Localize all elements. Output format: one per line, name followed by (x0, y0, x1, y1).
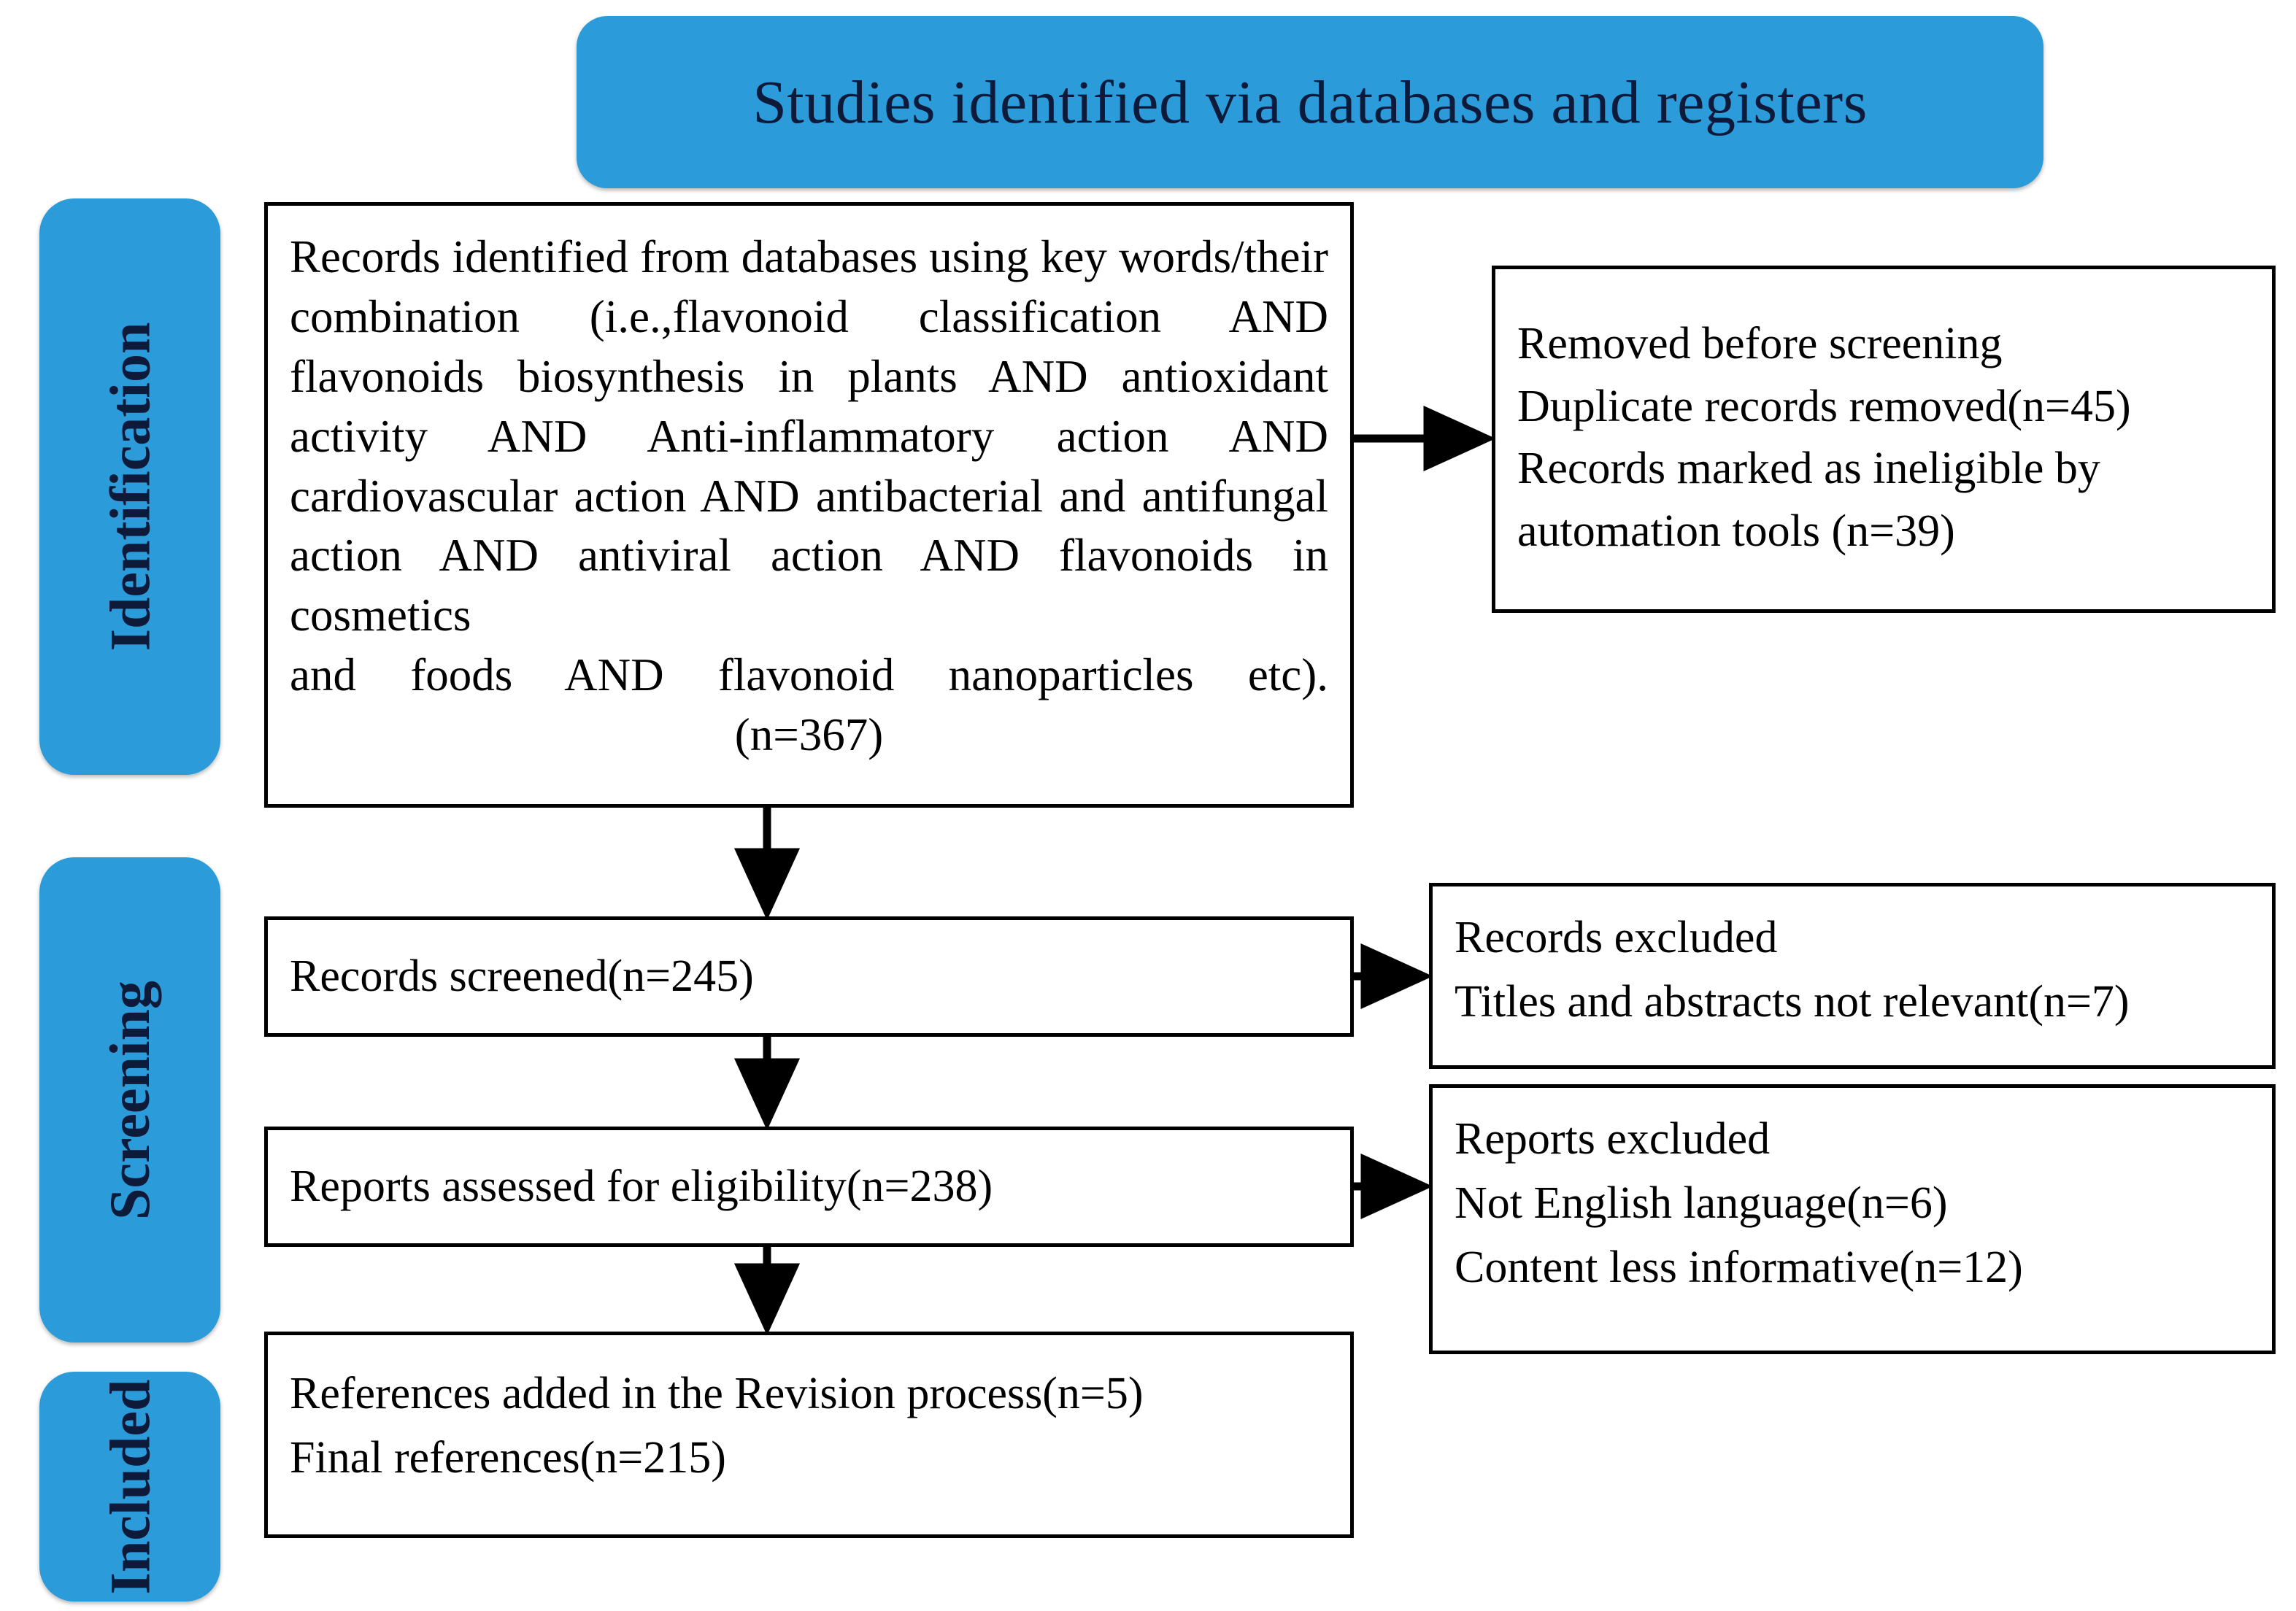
reports-excluded-line-2: Not English language(n=6) (1455, 1178, 1948, 1229)
box-reports-excluded: Reports excluded Not English language(n=… (1429, 1084, 2276, 1354)
records-identified-body-tail: and foods AND flavonoid nanoparticles et… (290, 649, 1328, 701)
removed-line-2: Duplicate records removed(n=45) (1517, 381, 2131, 431)
box-records-identified: Records identified from databases using … (264, 202, 1354, 808)
records-screened-label: Records screened(n=245) (290, 951, 754, 1001)
stage-label-included: Included (39, 1372, 220, 1602)
stage-label-screening: Screening (39, 857, 220, 1342)
removed-line-4: automation tools (n=39) (1517, 506, 1955, 556)
box-removed-before-screening: Removed before screening Duplicate recor… (1492, 266, 2276, 613)
included-line-1: References added in the Revision process… (290, 1369, 1144, 1418)
box-records-excluded: Records excluded Titles and abstracts no… (1429, 883, 2276, 1069)
stage-label-identification-text: Identification (98, 322, 162, 652)
stage-label-screening-text: Screening (98, 980, 162, 1220)
records-excluded-line-1: Records excluded (1455, 913, 1778, 962)
stage-label-identification: Identification (39, 198, 220, 775)
records-identified-body: Records identified from databases using … (290, 231, 1328, 641)
records-identified-count: (n=367) (734, 709, 884, 761)
included-line-2: Final references(n=215) (290, 1433, 726, 1483)
box-included-references: References added in the Revision process… (264, 1332, 1354, 1538)
reports-excluded-line-1: Reports excluded (1455, 1114, 1771, 1164)
box-reports-assessed: Reports assessed for eligibility(n=238) (264, 1127, 1354, 1247)
diagram-title-text: Studies identified via databases and reg… (752, 68, 1868, 136)
records-excluded-line-2: Titles and abstracts not relevant(n=7) (1455, 977, 2130, 1027)
reports-excluded-line-3: Content less informative(n=12) (1455, 1243, 2023, 1293)
removed-line-3: Records marked as ineligible by (1517, 444, 2100, 494)
removed-line-1: Removed before screening (1517, 319, 2003, 368)
reports-assessed-label: Reports assessed for eligibility(n=238) (290, 1161, 993, 1211)
box-records-screened: Records screened(n=245) (264, 916, 1354, 1037)
stage-label-included-text: Included (98, 1379, 162, 1594)
diagram-title-banner: Studies identified via databases and reg… (577, 16, 2043, 188)
